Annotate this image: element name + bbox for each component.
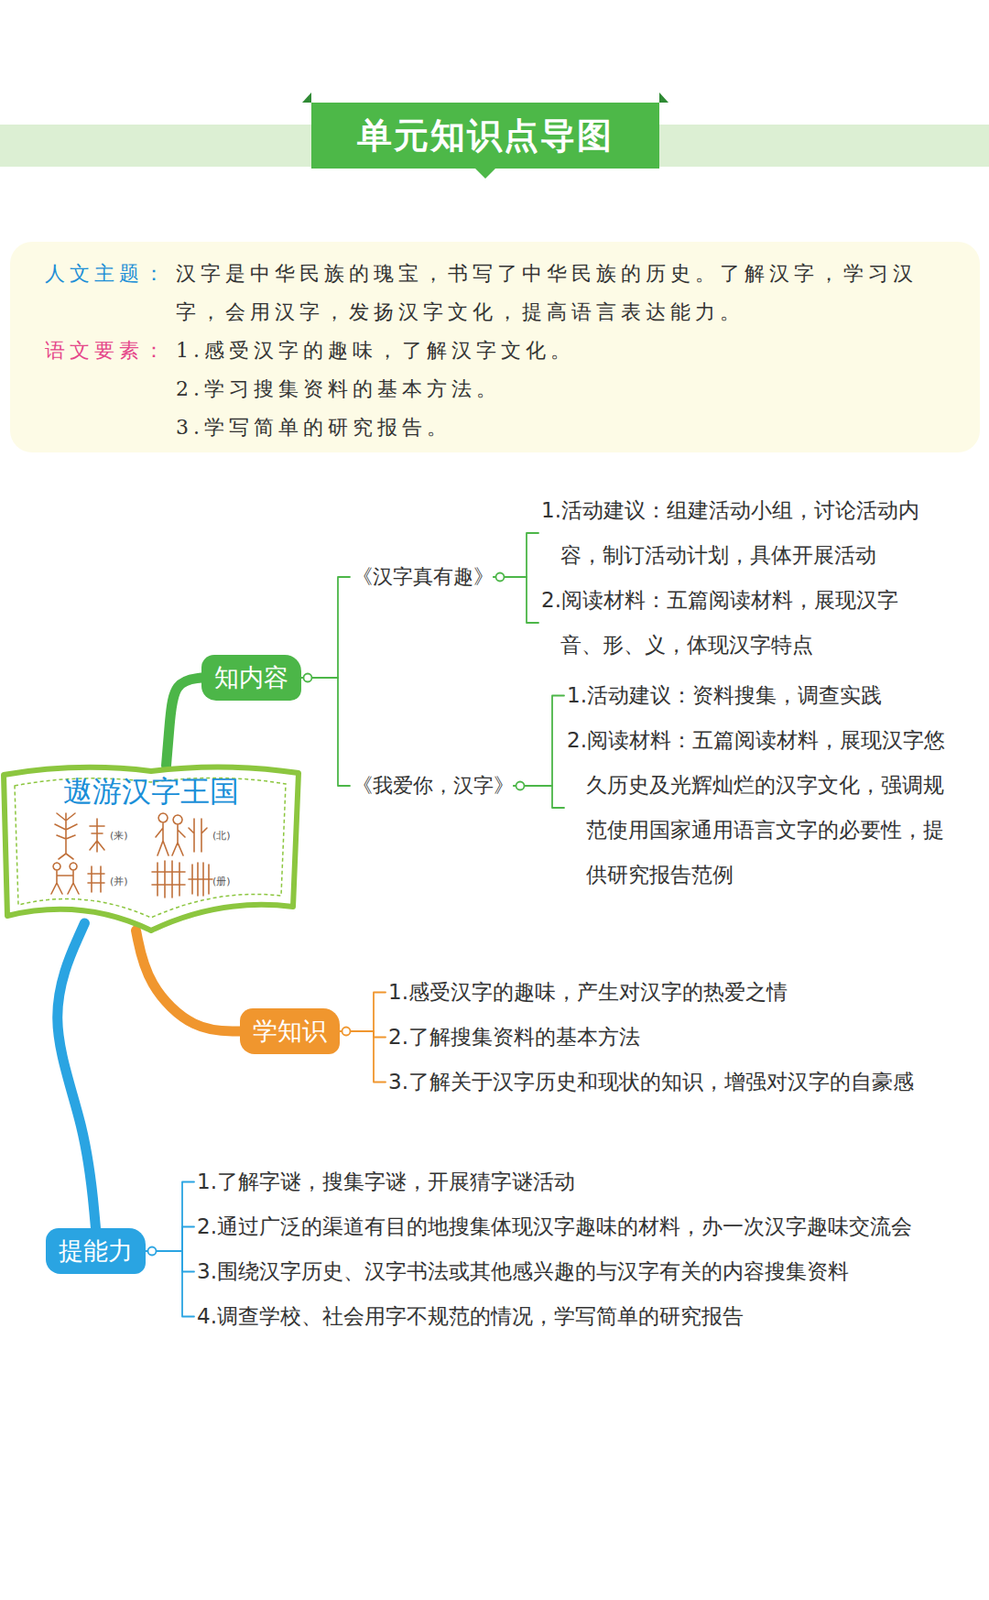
leaf-text: 2.阅读材料：五篇阅读材料，展现汉字音、形、义，体现汉字特点 xyxy=(541,577,940,668)
leaf-item: 1.了解字谜，搜集字谜，开展猜字谜活动 xyxy=(196,1159,980,1205)
glyph-label: (并) xyxy=(109,875,129,889)
bracket-branch xyxy=(301,576,350,678)
leaf-text: 2.通过广泛的渠道有目的地搜集体现汉字趣味的材料，办一次汉字趣味交流会 xyxy=(196,1204,980,1250)
branch-knot xyxy=(516,782,525,791)
bracket-branch xyxy=(145,1250,195,1317)
book-title: 遨游汉字王国 xyxy=(0,772,303,810)
tag-text: 知内容 xyxy=(214,662,289,693)
ancient-glyph xyxy=(155,813,185,856)
bracket-branch xyxy=(339,992,386,1033)
bracket-branch xyxy=(301,677,350,786)
leaf-text: 3.围绕汉字历史、汉字书法或其他感兴趣的与汉字有关的内容搜集资料 xyxy=(196,1249,980,1294)
bracket-branch xyxy=(339,1031,386,1083)
leaf-text: 1.了解字谜，搜集字谜，开展猜字谜活动 xyxy=(196,1159,980,1205)
branch-tag: 学知识 xyxy=(239,1008,340,1055)
bracket-branch xyxy=(513,695,565,787)
leaf-text: 1.感受汉字的趣味，产生对汉字的热爱之情 xyxy=(388,969,979,1015)
title-text: 《我爱你，汉字》 xyxy=(352,771,514,800)
leaf-item: 3.了解关于汉字历史和现状的知识，增强对汉字的自豪感 xyxy=(388,1059,979,1105)
ancient-glyph xyxy=(54,813,77,859)
diagram-title: 单元知识点导图 xyxy=(311,102,660,169)
lesson-title: 《汉字真有趣》 xyxy=(352,563,494,591)
bracket-branch xyxy=(493,576,539,623)
glyph-label: (册) xyxy=(212,875,231,889)
leaf-text: 2.阅读材料：五篇阅读材料，展现汉字悠久历史及光辉灿烂的汉字文化，强调规范使用国… xyxy=(566,717,957,898)
ancient-glyph xyxy=(188,862,213,896)
section-text: 3.学写简单的研究报告。 xyxy=(175,408,452,447)
branch-knot xyxy=(304,673,313,683)
ancient-glyph xyxy=(188,818,207,852)
branch-knot xyxy=(342,1027,351,1036)
leaf-text: 4.调查学校、社会用字不规范的情况，学写简单的研究报告 xyxy=(196,1293,980,1339)
banner-pointer xyxy=(475,168,496,179)
leaf-text: 3.了解关于汉字历史和现状的知识，增强对汉字的自豪感 xyxy=(388,1059,979,1105)
banner-fold xyxy=(302,92,312,103)
ancient-glyph xyxy=(152,860,185,898)
lesson-title: 《我爱你，汉字》 xyxy=(352,771,514,800)
leaf-item: 1.感受汉字的趣味，产生对汉字的热爱之情 xyxy=(388,969,979,1015)
branch-tag: 知内容 xyxy=(201,654,302,701)
main-branch xyxy=(166,677,203,766)
leaf-item: 2.通过广泛的渠道有目的地搜集体现汉字趣味的材料，办一次汉字趣味交流会 xyxy=(196,1204,980,1250)
tag-text: 提能力 xyxy=(58,1236,133,1266)
leaf-item: 2.阅读材料：五篇阅读材料，展现汉字音、形、义，体现汉字特点 xyxy=(541,577,940,668)
leaf-text: 1.活动建议：组建活动小组，讨论活动内容，制订活动计划，具体开展活动 xyxy=(541,488,940,578)
leaf-text: 2.了解搜集资料的基本方法 xyxy=(388,1014,979,1060)
leaf-text: 1.活动建议：资料搜集，调查实践 xyxy=(566,673,957,718)
section-text: 1.感受汉字的趣味，了解汉字文化。 xyxy=(175,331,576,370)
ancient-glyph xyxy=(87,866,105,892)
theme-panel: 人文主题：汉字是中华民族的瑰宝，书写了中华民族的历史。了解汉字，学习汉字，会用汉… xyxy=(10,241,980,453)
main-branch xyxy=(57,923,97,1229)
section-heading: 人文主题： xyxy=(44,254,169,294)
banner-fold xyxy=(659,92,669,103)
section-text: 汉字是中华民族的瑰宝，书写了中华民族的历史。了解汉字，学习汉字，会用汉字，发扬汉… xyxy=(175,254,950,332)
section-heading: 语文要素： xyxy=(44,331,169,370)
ancient-glyph xyxy=(51,862,79,894)
leaf-item: 3.围绕汉字历史、汉字书法或其他感兴趣的与汉字有关的内容搜集资料 xyxy=(196,1249,980,1294)
title-text: 《汉字真有趣》 xyxy=(352,563,494,591)
bracket-branch xyxy=(493,532,539,577)
leaf-item: 1.活动建议：资料搜集，调查实践 xyxy=(566,673,957,718)
leaf-item: 2.了解搜集资料的基本方法 xyxy=(388,1014,979,1060)
banner-box xyxy=(311,102,660,169)
book-center: 遨游汉字王国 (来) (北) (并) (册) xyxy=(0,763,303,935)
leaf-item: 2.阅读材料：五篇阅读材料，展现汉字悠久历史及光辉灿烂的汉字文化，强调规范使用国… xyxy=(566,717,957,898)
branch-knot xyxy=(496,573,505,582)
main-branch xyxy=(136,930,241,1032)
branch-knot xyxy=(148,1247,157,1256)
glyph-label: (来) xyxy=(109,829,129,843)
glyph-label: (北) xyxy=(212,829,231,843)
ancient-glyph xyxy=(89,818,105,852)
tag-text: 学知识 xyxy=(252,1016,327,1046)
leaf-item: 1.活动建议：组建活动小组，讨论活动内容，制订活动计划，具体开展活动 xyxy=(541,488,940,578)
bracket-branch xyxy=(145,1182,195,1252)
leaf-item: 4.调查学校、社会用字不规范的情况，学写简单的研究报告 xyxy=(196,1293,980,1339)
section-text: 2.学习搜集资料的基本方法。 xyxy=(175,369,501,409)
branch-tag: 提能力 xyxy=(45,1228,146,1274)
